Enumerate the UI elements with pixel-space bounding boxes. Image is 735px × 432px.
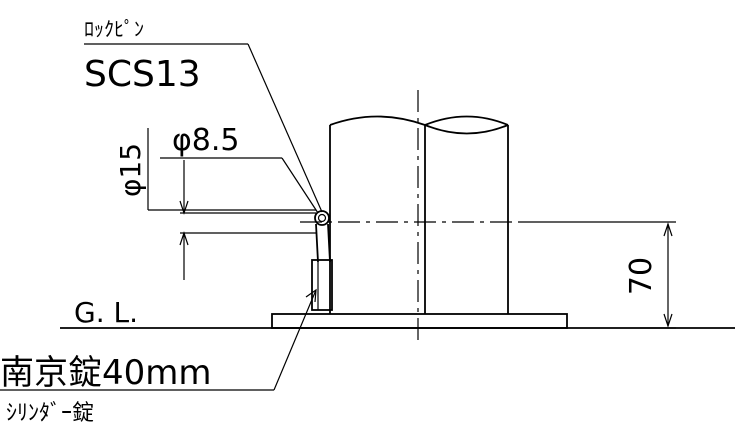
lock-name-leader	[273, 289, 317, 391]
lock-pin-leader	[247, 43, 323, 213]
base-plate	[271, 313, 568, 329]
lock-name-arrow	[305, 288, 317, 303]
lock-name-label: 南京錠40mm	[0, 353, 212, 393]
lock-pin-material: SCS13	[84, 54, 201, 95]
ground-level-label: G. L.	[74, 296, 138, 329]
lock-pin-inner	[317, 213, 327, 223]
lock-pin-name: ﾛｯｸﾋﾟﾝ	[84, 17, 144, 41]
dim-70-label: 70	[624, 257, 659, 295]
head-diameter-label: φ15	[114, 143, 147, 197]
pin-diameter-label: φ8.5	[172, 123, 240, 158]
lock-pin-head	[314, 210, 330, 226]
padlock	[311, 223, 333, 311]
pin-dim-arrows	[179, 160, 189, 280]
dim-70-line	[663, 222, 673, 328]
post	[329, 115, 509, 314]
pin-diameter-leader	[281, 157, 319, 214]
cylinder-lock-label: ｼﾘﾝﾀﾞｰ錠	[6, 401, 94, 426]
